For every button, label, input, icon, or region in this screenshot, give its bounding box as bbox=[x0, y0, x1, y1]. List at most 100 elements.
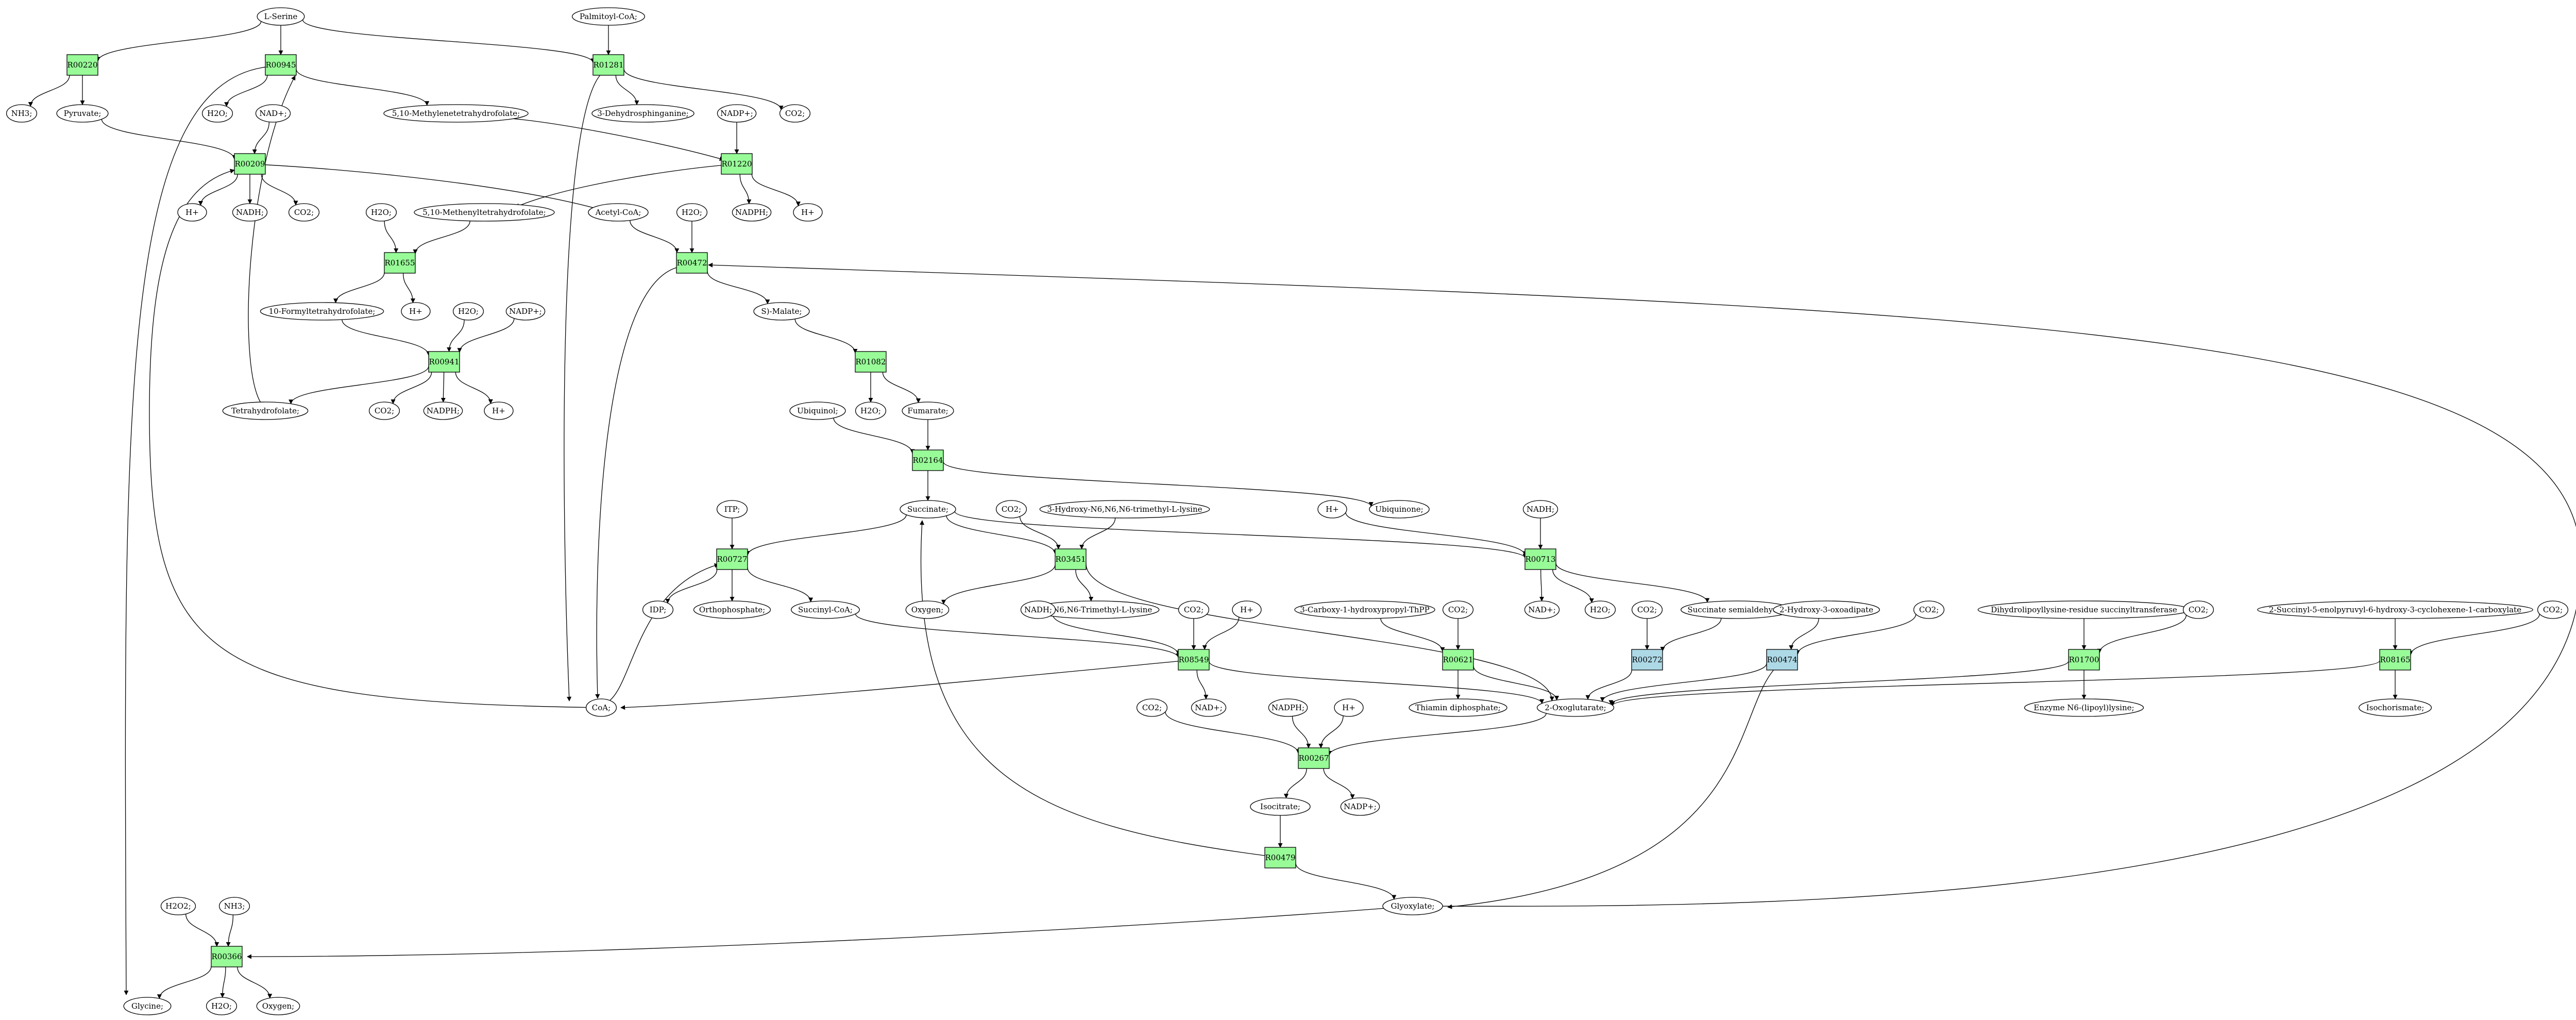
compound-ellipse bbox=[995, 500, 1027, 519]
node-nh3_a: NH3; bbox=[6, 104, 38, 123]
node-label: NH3; bbox=[224, 901, 245, 911]
edge-r01655-to-hplus_c bbox=[402, 273, 416, 304]
node-label: R00272 bbox=[1632, 655, 1662, 664]
edge-succinate-to-r00727 bbox=[745, 514, 907, 556]
node-co2_c: CO2; bbox=[368, 402, 400, 420]
edge-serine-to-r00220 bbox=[95, 21, 262, 62]
node-label: CO2; bbox=[785, 109, 805, 118]
edge-co2_i-to-r01700 bbox=[2097, 615, 2187, 654]
node-hplus_a: H+ bbox=[177, 203, 207, 222]
compound-ellipse bbox=[257, 7, 305, 26]
node-label: NAD+; bbox=[1195, 703, 1223, 712]
edge-r01220-to-nadph_a bbox=[739, 174, 752, 205]
node-r08549: R08549 bbox=[1178, 649, 1210, 671]
edge-succ_semi-to-r00272 bbox=[1660, 618, 1722, 652]
edge-nadh_c-to-r08549 bbox=[1052, 614, 1181, 656]
node-hplus_d: H+ bbox=[484, 402, 514, 420]
node-label: NAD+; bbox=[1528, 605, 1556, 614]
compound-ellipse bbox=[6, 104, 38, 123]
compound-ellipse bbox=[1631, 600, 1663, 619]
node-hydroxy_lys: 3-Hydroxy-N6,N6,N6-trimethyl-L-lysine bbox=[1039, 500, 1210, 519]
node-label: NADP+; bbox=[509, 307, 542, 316]
compound-ellipse bbox=[905, 600, 950, 619]
edge-r08549-to-nadplus_b bbox=[1196, 670, 1209, 700]
edge-coa-to-r00727 bbox=[609, 563, 719, 701]
edge-r03451-to-oxoglutarate bbox=[1086, 563, 1554, 701]
node-co2_g: CO2; bbox=[1631, 600, 1663, 619]
node-nadph_a: NADPH; bbox=[732, 203, 772, 222]
edge-formyl_thf-to-r00941 bbox=[342, 320, 431, 356]
node-hplus_g: H+ bbox=[1334, 698, 1364, 717]
node-smalate: S)-Malate; bbox=[753, 302, 810, 321]
edge-r00727-to-succinylcoa bbox=[747, 567, 814, 603]
node-r00941: R00941 bbox=[428, 351, 460, 373]
compound-ellipse bbox=[1334, 698, 1364, 717]
reaction-box bbox=[428, 351, 460, 373]
reaction-box bbox=[1766, 649, 1798, 671]
node-nadph_c: NADPH; bbox=[1268, 698, 1308, 717]
edge-r00713-to-h2o_f bbox=[1552, 569, 1594, 603]
compound-ellipse bbox=[571, 7, 646, 26]
node-label: Isochorismate; bbox=[2366, 703, 2425, 712]
edge-r03451-to-oxygen_a bbox=[941, 564, 1056, 605]
edge-r01281-to-coa bbox=[564, 75, 601, 701]
edge-co2_k-to-r00267 bbox=[1165, 712, 1301, 754]
node-label: Palmitoyl-CoA; bbox=[580, 12, 637, 21]
compound-ellipse bbox=[1020, 600, 1056, 619]
edge-r01220-to-methenyl_thf bbox=[515, 165, 722, 208]
edge-hplus_f-to-r08549 bbox=[1202, 617, 1240, 650]
reaction-box bbox=[234, 153, 266, 175]
edge-r00366-to-oxygen_b bbox=[237, 966, 273, 999]
compound-ellipse bbox=[585, 698, 617, 717]
node-itp: ITP; bbox=[716, 500, 748, 519]
compound-ellipse bbox=[1136, 698, 1168, 717]
node-label: CO2; bbox=[1637, 605, 1657, 614]
edge-r00941-to-nadph_b bbox=[440, 372, 446, 403]
node-label: R08165 bbox=[2380, 655, 2410, 664]
node-succinate: Succinate; bbox=[900, 500, 956, 519]
compound-ellipse bbox=[123, 997, 172, 1015]
node-label: R01082 bbox=[855, 357, 886, 366]
compound-ellipse bbox=[255, 104, 291, 123]
edge-co2_d-to-r03451 bbox=[1019, 516, 1061, 549]
node-label: NADH; bbox=[1024, 605, 1052, 614]
node-hplus_e: H+ bbox=[1317, 500, 1347, 519]
node-label: R00941 bbox=[429, 357, 459, 366]
edge-r00209-to-co2_b bbox=[261, 174, 298, 206]
compound-ellipse bbox=[1232, 600, 1262, 619]
compound-ellipse bbox=[1522, 500, 1558, 519]
node-label: R00472 bbox=[676, 258, 707, 267]
node-label: H+ bbox=[492, 406, 505, 415]
node-coa: CoA; bbox=[585, 698, 617, 717]
edge-layer bbox=[28, 20, 2576, 999]
compound-ellipse bbox=[1039, 500, 1210, 519]
edge-nadp_a-to-r00209 bbox=[252, 122, 270, 154]
edge-r00941-to-hplus_d bbox=[455, 372, 493, 404]
node-label: ITP; bbox=[724, 505, 740, 514]
node-dehydrosphinganine: 3-Dehydrosphinganine; bbox=[591, 104, 694, 123]
node-orthophosphate: Orthophosphate; bbox=[693, 600, 771, 619]
compound-ellipse bbox=[1178, 600, 1210, 619]
node-r03451: R03451 bbox=[1055, 548, 1087, 570]
node-methylene_thf: 5,10-Methylenetetrahydrofolate; bbox=[383, 104, 529, 123]
node-nadp_a: NAD+; bbox=[255, 104, 291, 123]
node-pyruvate: Pyruvate; bbox=[56, 104, 109, 123]
node-co2_b: CO2; bbox=[288, 203, 320, 222]
compound-ellipse bbox=[716, 500, 748, 519]
edge-nadph_c-to-r00267 bbox=[1292, 716, 1311, 748]
compound-ellipse bbox=[401, 302, 431, 321]
node-idp: IDP; bbox=[642, 600, 674, 619]
node-label: NH3; bbox=[11, 109, 32, 118]
edge-r00474-to-oxoglutarate bbox=[1600, 663, 1767, 702]
node-label: 3-Dehydrosphinganine; bbox=[597, 109, 688, 118]
compound-ellipse bbox=[2182, 600, 2214, 619]
node-label: H2O; bbox=[207, 109, 228, 118]
node-acetylcoa: Acetyl-CoA; bbox=[588, 203, 649, 222]
node-co2_f: CO2; bbox=[1442, 600, 1474, 619]
node-thiamin: Thiamin diphosphate; bbox=[1409, 698, 1507, 717]
node-thf: Tetrahydrofolate; bbox=[222, 402, 309, 420]
node-label: Tetrahydrofolate; bbox=[231, 406, 299, 415]
node-label: Acetyl-CoA; bbox=[595, 208, 641, 217]
reaction-box bbox=[721, 153, 753, 175]
